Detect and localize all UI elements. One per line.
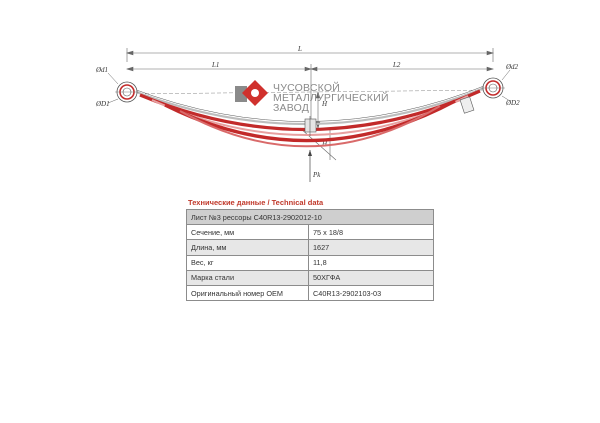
leaf-spring-drawing: L L1 L2 H H Pk: [95, 45, 520, 182]
logo-line-1: ЧУСОВСКОЙ: [273, 81, 340, 94]
row-value-steel-grade: 50ХГФА: [308, 269, 434, 286]
table-row: Оригинальный номер OEM С40R13-2902103-03: [186, 284, 434, 302]
table-row: Марка стали 50ХГФА: [186, 269, 434, 286]
rebound-clip: [459, 96, 475, 114]
table-row: Вес, кг 11,8: [186, 254, 434, 271]
leader-left-outer: [107, 98, 119, 104]
row-key-section: Сечение, мм: [186, 224, 309, 241]
load-arrow: [308, 150, 312, 182]
center-clamp: [304, 118, 317, 133]
eye-left: [115, 81, 139, 103]
dimension-total-length: [125, 48, 495, 62]
label-eye-right-outer: ØD2: [505, 99, 520, 107]
row-value-weight: 11,8: [308, 254, 434, 271]
leader-right-outer: [501, 95, 511, 102]
label-eye-left-outer: ØD1: [95, 100, 110, 108]
label-left-length: L1: [211, 61, 219, 69]
row-key-length: Длина, мм: [186, 239, 309, 256]
leader-right-inner: [501, 69, 511, 81]
table-row: Сечение, мм 75 x 18/8: [186, 224, 434, 241]
table-header-row: Лист №3 рессоры С40R13-2902012-10: [186, 208, 434, 226]
table-row: Длина, мм 1627: [186, 239, 434, 256]
row-value-length: 1627: [308, 239, 434, 256]
logo-line-3: ЗАВОД: [273, 102, 309, 114]
row-value-oem: С40R13-2902103-03: [308, 284, 434, 302]
label-load: Pk: [312, 171, 321, 179]
label-height: H: [321, 100, 328, 108]
logo-line-2: МЕТАЛЛУРГИЧЕСКИЙ: [273, 91, 389, 104]
label-height-lower: H: [321, 140, 328, 148]
logo-gray-block: [235, 86, 247, 102]
dimension-partial-lengths: [125, 64, 495, 122]
technical-data-table: Лист №3 рессоры С40R13-2902012-10 Сечени…: [186, 208, 434, 302]
row-value-section: 75 x 18/8: [308, 224, 434, 241]
table-header: Лист №3 рессоры С40R13-2902012-10: [186, 208, 434, 226]
logo-center-dot: [251, 89, 259, 97]
label-eye-right-inner: Ød2: [505, 63, 519, 71]
row-key-steel-grade: Марка стали: [186, 269, 309, 286]
leaf-5: [179, 105, 441, 148]
row-key-weight: Вес, кг: [186, 254, 309, 271]
eye-right: [481, 77, 505, 99]
dimension-height: [299, 90, 337, 161]
technical-data-caption: Технические данные / Technical data: [188, 198, 324, 207]
leader-left-inner: [107, 72, 119, 85]
company-logo: ЧУСОВСКОЙ МЕТАЛЛУРГИЧЕСКИЙ ЗАВОД: [235, 80, 389, 114]
eye-center-line: [126, 89, 494, 95]
row-key-oem: Оригинальный номер OEM: [186, 284, 309, 302]
label-total-length: L: [297, 45, 302, 53]
label-eye-left-inner: Ød1: [95, 66, 108, 74]
label-right-length: L2: [392, 61, 401, 69]
